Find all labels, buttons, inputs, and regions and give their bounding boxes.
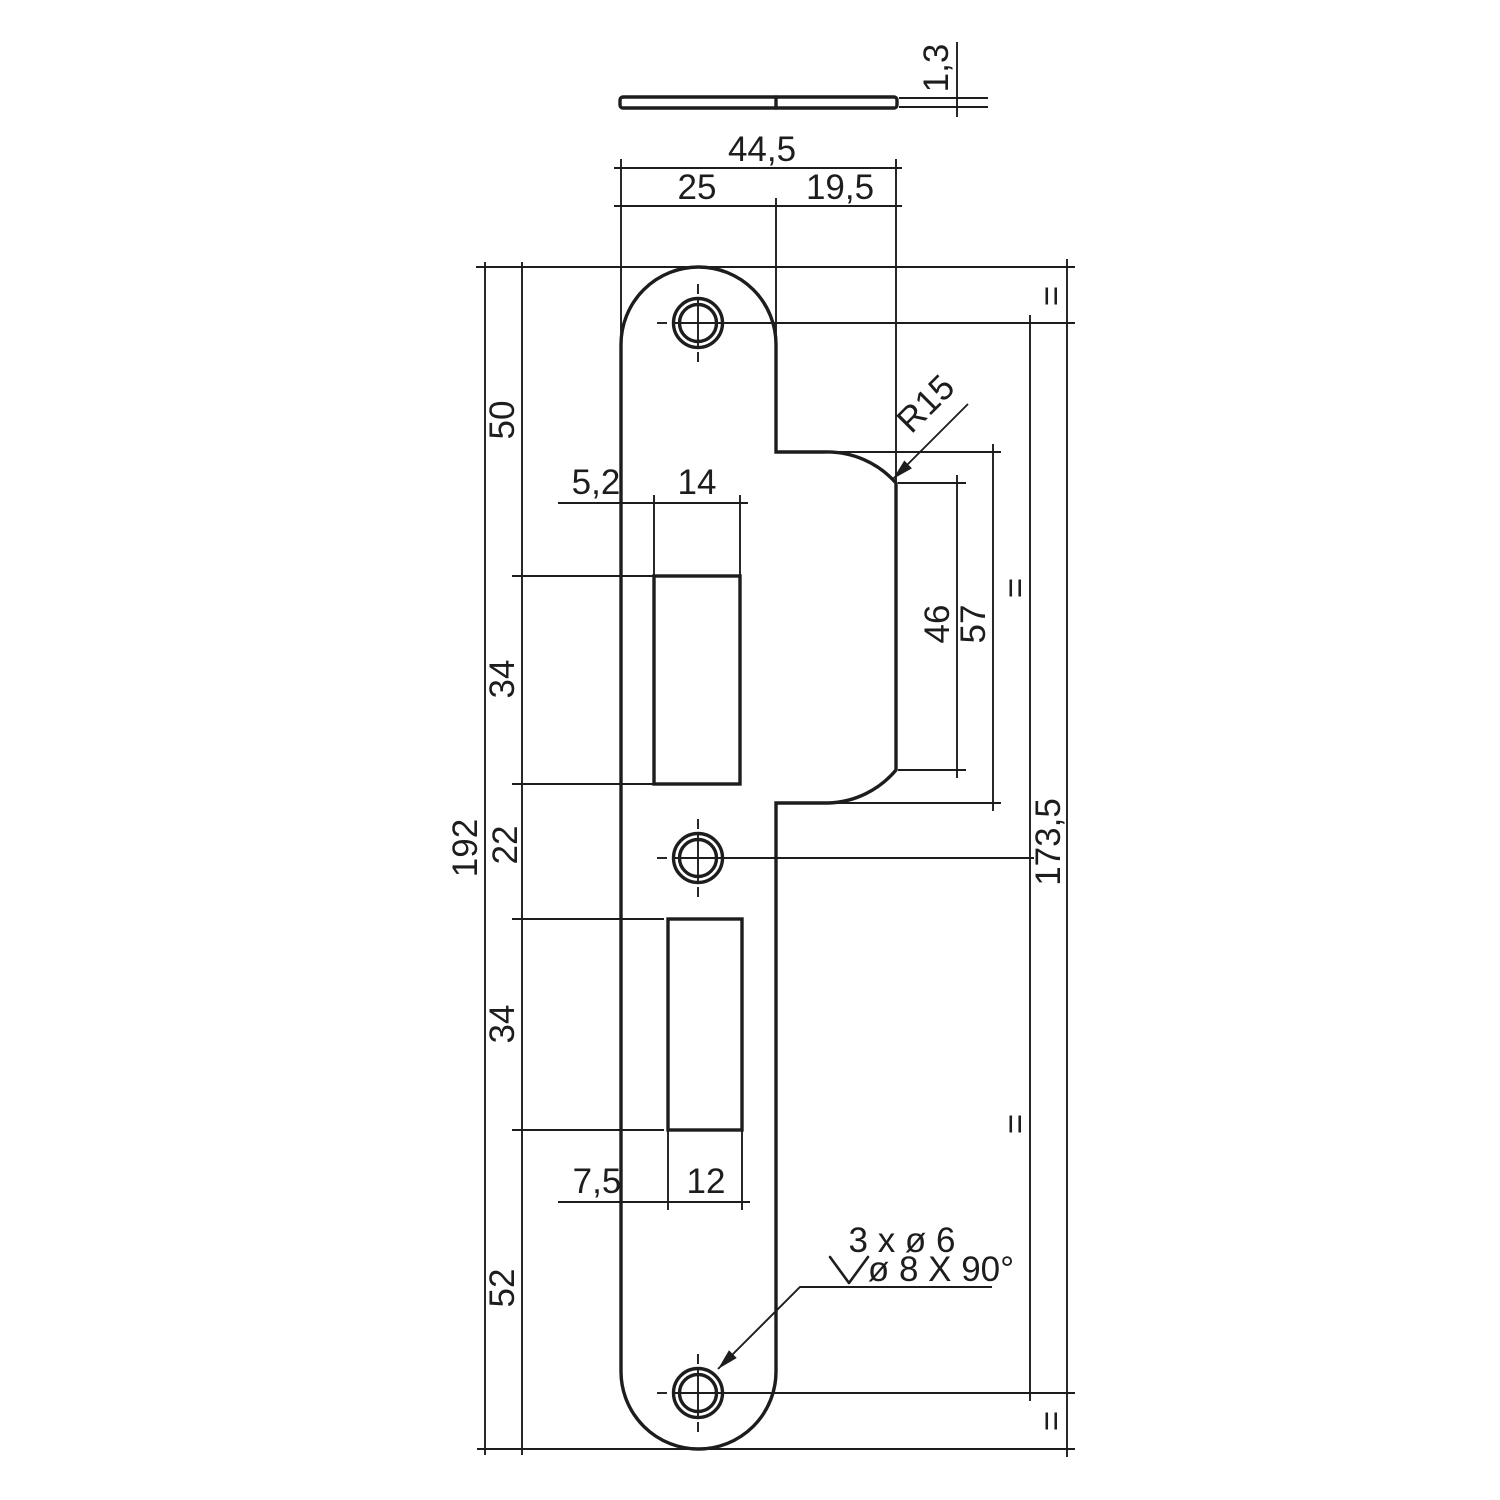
latch-cutout [652,574,742,786]
dim-left-width-label: 25 [678,168,717,207]
dim-segment-50-label: 50 [483,401,522,440]
holes-callout-leader [717,1255,992,1370]
front-view-outline [619,265,898,1451]
side-view-plate [618,95,899,110]
dim-segment-34a-label: 34 [483,660,522,699]
equals-mark-bottom: = [1032,1411,1071,1431]
leader-line [717,1286,992,1370]
dim-deadbolt-offset-label: 7,5 [573,1162,622,1201]
part-geometry [618,95,899,1451]
screw-hole-top-countersink [671,296,725,350]
holes-countersink-label: ø 8 X 90° [868,1250,1014,1289]
screw-hole-top [677,302,719,344]
dim-total-width-label: 44,5 [728,130,796,169]
countersink-icon [828,1255,870,1285]
screw-hole-middle [677,837,719,879]
deadbolt-cutout [666,917,744,1132]
screw-hole-middle-countersink [671,831,725,885]
dim-segment-34b-label: 34 [483,1005,522,1044]
equals-mark-upper-mid: = [996,578,1035,598]
dimension-labels: 1,3 44,5 25 19,5 192 50 34 22 34 52 5,2 … [446,44,1071,1432]
dim-latch-width-label: 14 [678,463,717,502]
dim-right-width-label: 19,5 [806,168,874,207]
dim-segment-52-label: 52 [483,1269,522,1308]
dim-hole-span-label: 173,5 [1029,798,1068,886]
dimension-lines [476,42,1075,1457]
screw-hole-bottom-countersink [671,1366,725,1420]
dim-total-height-label: 192 [446,819,485,877]
equals-mark-top: = [1032,286,1071,306]
radius-leader-arrow [893,460,912,479]
radius-leader [892,403,969,480]
dim-latch-offset-label: 5,2 [572,463,621,502]
dim-lip-inner-label: 46 [918,605,957,644]
dim-lip-outer-label: 57 [954,605,993,644]
equals-mark-lower-mid: = [996,1114,1035,1134]
dim-lip-radius-label: R15 [889,367,962,440]
dim-deadbolt-width-label: 12 [687,1162,726,1201]
screw-hole-bottom [677,1372,719,1414]
callout-leader-arrow [718,1350,737,1369]
holes-count-label: 3 x ø 6 [849,1221,956,1260]
dim-thickness-label: 1,3 [917,44,956,93]
dim-segment-22-label: 22 [486,826,525,865]
